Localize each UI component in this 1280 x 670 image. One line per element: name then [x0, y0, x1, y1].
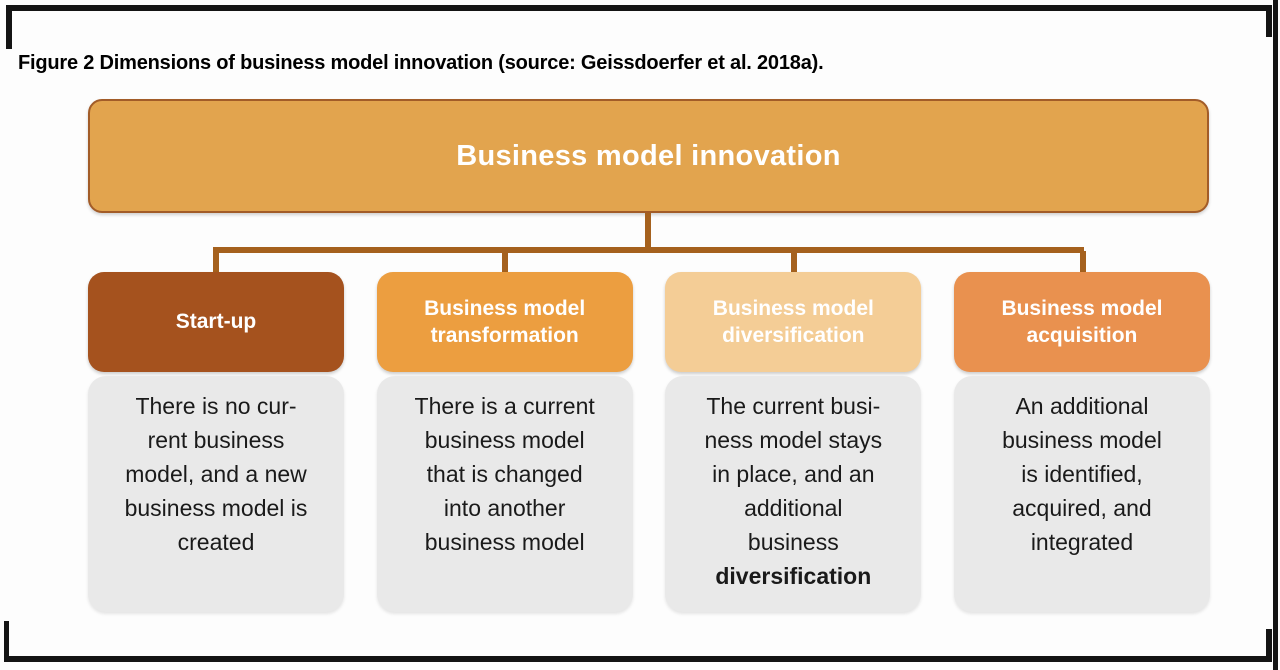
frame-bottom-left-corner — [4, 621, 9, 662]
connector-stub-transformation — [502, 251, 508, 273]
connector-stub-diversification — [791, 251, 797, 273]
branch-node-startup: Start-up — [88, 272, 344, 372]
branch-header-row: Start-up Business model transformation B… — [88, 272, 1210, 372]
frame-top-left-corner — [6, 5, 12, 49]
frame-top-border — [6, 5, 1272, 11]
frame-right-edge — [1273, 0, 1278, 670]
description-box-diversification: The current busi- ness model stays in pl… — [665, 376, 922, 612]
branch-label-transformation: Business model transformation — [424, 296, 586, 347]
description-text-acquisition: An additional business model is identifi… — [1002, 393, 1162, 555]
branch-label-acquisition: Business model acquisition — [1001, 296, 1163, 347]
frame-bottom-border — [4, 656, 1272, 662]
description-text-startup: There is no cur- rent business model, an… — [124, 393, 308, 555]
description-box-acquisition: An additional business model is identifi… — [953, 376, 1210, 612]
connector-horizontal — [213, 247, 1084, 253]
connector-stub-startup — [213, 251, 219, 273]
description-text-transformation: There is a current business model that i… — [414, 393, 595, 555]
description-box-startup: There is no cur- rent business model, an… — [88, 376, 344, 612]
root-node-label: Business model innovation — [456, 139, 841, 172]
description-text-diversification: The current busi- ness model stays in pl… — [704, 393, 883, 589]
branch-description-row: There is no cur- rent business model, an… — [88, 376, 1210, 612]
branch-node-diversification: Business model diversification — [665, 272, 922, 372]
branch-node-acquisition: Business model acquisition — [953, 272, 1210, 372]
description-box-transformation: There is a current business model that i… — [376, 376, 633, 612]
figure-caption: Figure 2 Dimensions of business model in… — [18, 52, 824, 74]
branch-label-diversification: Business model diversification — [712, 296, 874, 347]
connector-root-vertical — [645, 213, 651, 249]
frame-top-right-corner — [1266, 5, 1272, 37]
branch-label-startup: Start-up — [175, 310, 257, 334]
branch-node-transformation: Business model transformation — [376, 272, 633, 372]
connector-stub-acquisition — [1080, 251, 1086, 273]
root-node-business-model-innovation: Business model innovation — [88, 99, 1209, 213]
frame-bottom-right-corner — [1266, 629, 1272, 662]
